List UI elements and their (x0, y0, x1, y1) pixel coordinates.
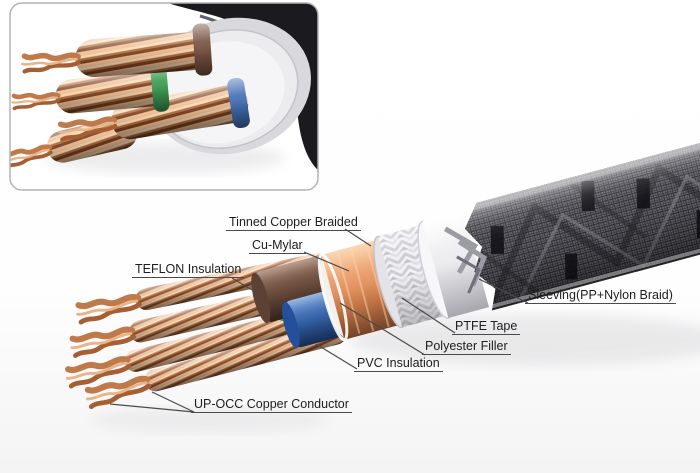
leader-cu-mylar (303, 251, 350, 272)
leader-teflon-insulation (231, 277, 253, 291)
label-tinned-copper-braided: Tinned Copper Braided (226, 215, 361, 232)
label-pvc-insulation: PVC Insulation (354, 356, 443, 373)
label-cu-mylar: Cu-Mylar (249, 238, 306, 255)
inset-conductor-1 (20, 23, 213, 78)
leader-up-occ-2 (151, 391, 195, 413)
main-cable (49, 136, 700, 422)
leader-sleeving (478, 278, 529, 304)
label-teflon-insulation: TEFLON Insulation (132, 262, 245, 279)
label-up-occ-copper-conductor: UP-OCC Copper Conductor (191, 397, 352, 414)
sleeving-layer (443, 136, 700, 311)
leader-up-occ-1 (109, 403, 195, 413)
leader-lines (109, 228, 529, 413)
ptfe-tape-layer (417, 210, 489, 319)
leader-ptfe-tape (401, 297, 456, 334)
inset-content (10, 3, 318, 190)
label-sleeving: Sleeving(PP+Nylon Braid) (525, 288, 676, 305)
label-polyester-filler: Polyester Filler (422, 339, 511, 356)
leader-polyester-filler (339, 302, 426, 356)
conductor-shadow (90, 407, 330, 433)
inset-border (9, 2, 319, 191)
label-ptfe-tape: PTFE Tape (452, 319, 521, 336)
leader-pvc-insulation (315, 343, 358, 370)
inset-panel (9, 2, 319, 191)
cable-shadow (350, 314, 700, 366)
leader-tinned-copper-braided (344, 228, 372, 247)
inset-conductor-2 (10, 63, 170, 114)
